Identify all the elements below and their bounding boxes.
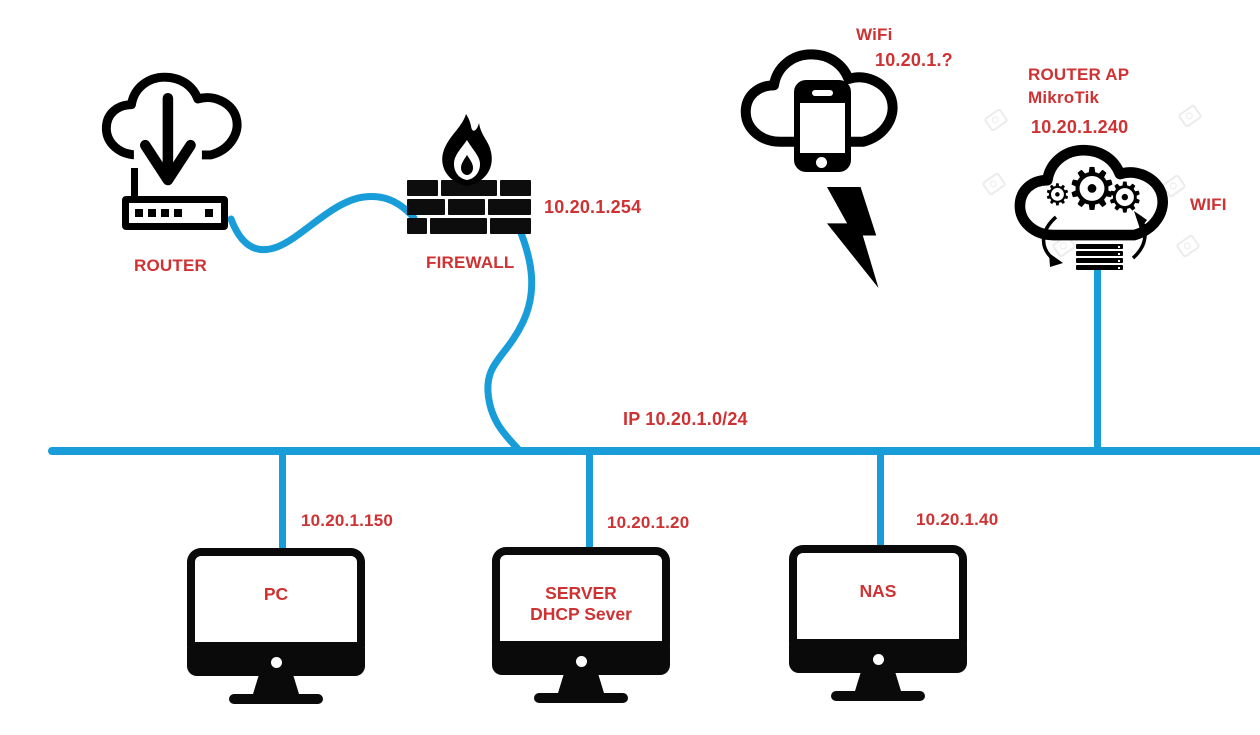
server-monitor-icon: SERVER DHCP Sever [492, 547, 670, 707]
flame-icon [442, 114, 492, 186]
gear-icon: ⚙ [1066, 155, 1118, 223]
router-ap-title: ROUTER AP [1028, 65, 1130, 84]
wifi-label: WiFi [856, 25, 893, 44]
router-device-icon [122, 196, 228, 230]
smartphone-icon [794, 80, 851, 172]
server-ip-label: 10.20.1.20 [607, 513, 690, 532]
pc-drop-line [279, 450, 286, 553]
watermark-icon [1177, 103, 1203, 129]
server-screen: SERVER DHCP Sever [492, 547, 670, 649]
lightning-bolt-icon [826, 187, 879, 288]
server-label: SERVER DHCP Sever [500, 583, 662, 625]
nas-drop-line [877, 450, 884, 549]
watermark-icon [981, 171, 1007, 197]
router-ap-ip-label: 10.20.1.240 [1031, 117, 1129, 137]
server-name: SERVER [545, 583, 617, 603]
nas-ip-label: 10.20.1.40 [916, 510, 999, 529]
nas-bezel [789, 645, 967, 673]
nas-label: NAS [859, 581, 897, 601]
router-ap-drop-line [1094, 266, 1101, 450]
nas-monitor-icon: NAS [789, 545, 967, 705]
pc-bezel [187, 648, 365, 676]
gear-icon: ⚙ [1106, 173, 1144, 222]
firewall-label: FIREWALL [426, 253, 515, 272]
internet-cloud-icon [101, 72, 242, 186]
watermark-icon [983, 107, 1009, 133]
phone-home-button [816, 157, 827, 168]
wifi-ip-label: 10.20.1.? [875, 50, 953, 70]
gear-icon: ⚙ [1044, 178, 1071, 213]
router-ap-subtitle: MikroTik [1028, 88, 1100, 107]
router-label: ROUTER [134, 256, 207, 275]
router-firewall-cable [227, 192, 418, 254]
mikrotik-cloud-icon [1014, 144, 1168, 241]
pc-screen: PC [187, 548, 365, 650]
server-role: DHCP Sever [530, 604, 632, 624]
pc-label: PC [263, 584, 289, 604]
nas-screen: NAS [789, 545, 967, 647]
lan-subnet-label: IP 10.20.1.0/24 [623, 409, 748, 429]
phone-speaker [812, 90, 833, 96]
firewall-brick-icon [407, 180, 531, 237]
pc-ip-label: 10.20.1.150 [301, 511, 394, 530]
pc-monitor-icon: PC [187, 548, 365, 708]
download-arrow-icon [139, 92, 196, 186]
router-antenna [131, 168, 138, 200]
server-stack-icon [1076, 244, 1123, 272]
firewall-ip-label: 10.20.1.254 [544, 197, 642, 217]
phone-screen [800, 103, 845, 153]
network-bus-line [48, 447, 1260, 455]
server-drop-line [586, 450, 593, 553]
server-bezel [492, 647, 670, 675]
router-ap-wifi-label: WIFI [1190, 195, 1227, 214]
